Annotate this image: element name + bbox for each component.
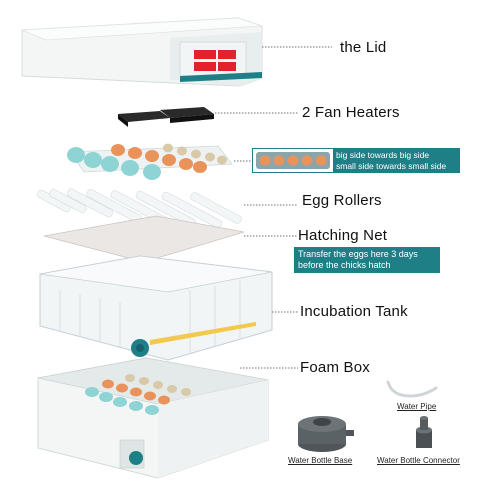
- hatching-line-2: before the chicks hatch: [298, 260, 391, 270]
- egg-direction-line-2: small side towards small side: [336, 161, 447, 171]
- water-bottle-base-part: [298, 416, 354, 452]
- egg-direction-callout: big side towards big side small side tow…: [252, 148, 460, 173]
- caption-water-pipe: Water Pipe: [397, 402, 437, 411]
- foam-box-part: [37, 357, 269, 479]
- display-red-lower: [194, 62, 216, 71]
- water-bottle-connector-part: [416, 416, 432, 448]
- hatching-net-part: [43, 215, 245, 263]
- label-foam-box: Foam Box: [300, 359, 370, 376]
- caption-water-bottle-base: Water Bottle Base: [288, 456, 353, 465]
- incubation-tank-part: [39, 255, 273, 361]
- water-pipe-part: [386, 380, 438, 398]
- display-red-upper: [194, 50, 216, 59]
- hatching-net-callout: Transfer the eggs here 3 days before the…: [294, 247, 440, 273]
- label-egg-rollers: Egg Rollers: [302, 192, 382, 209]
- egg-direction-text: big side towards big side small side tow…: [333, 149, 460, 172]
- egg-direction-line-1: big side towards big side: [336, 150, 430, 160]
- label-fan-heaters: 2 Fan Heaters: [302, 104, 400, 121]
- label-lid: the Lid: [340, 39, 387, 56]
- label-hatching-net: Hatching Net: [298, 227, 388, 244]
- egg-row-thumbnail: [256, 152, 330, 169]
- egg-tray-part: [67, 143, 233, 180]
- hatching-line-1: Transfer the eggs here 3 days: [298, 249, 418, 259]
- label-incubation-tank: Incubation Tank: [300, 303, 408, 320]
- caption-water-bottle-connector: Water Bottle Connector: [377, 456, 460, 465]
- lid-part: [21, 17, 263, 87]
- fan-heaters-part: [118, 107, 214, 127]
